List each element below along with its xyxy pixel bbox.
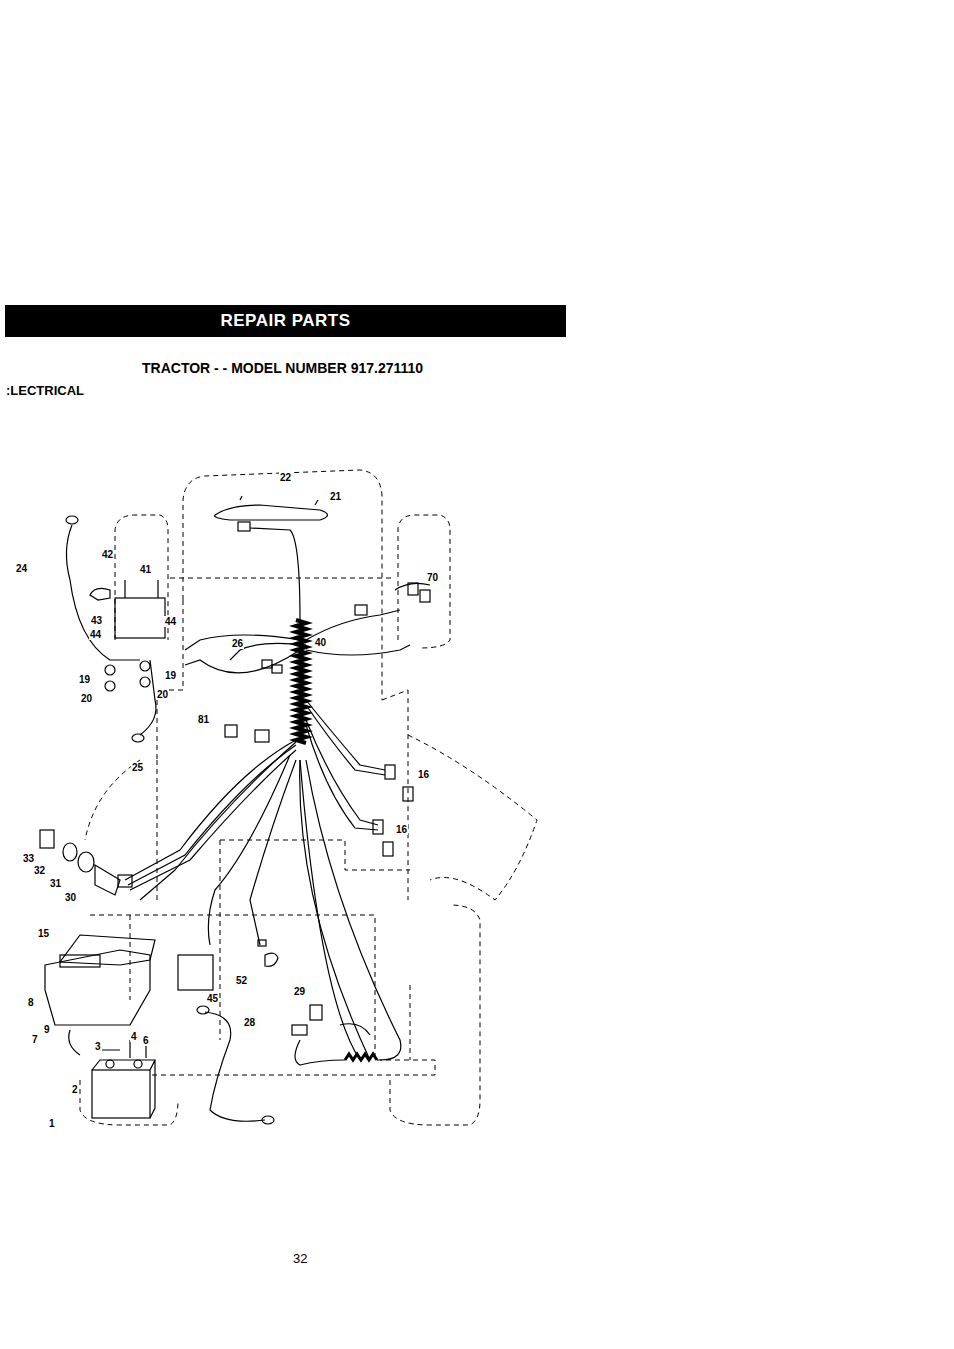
diagram-title: TRACTOR - - MODEL NUMBER 917.271110 <box>142 360 423 376</box>
callout-number: 16 <box>395 824 408 835</box>
callout-number: 4 <box>130 1031 138 1042</box>
callout-number: 19 <box>164 670 177 681</box>
callout-number: 32 <box>33 865 46 876</box>
callout-number: 16 <box>417 769 430 780</box>
callout-number: 6 <box>142 1035 150 1046</box>
callout-number: 31 <box>49 878 62 889</box>
callout-number: 43 <box>90 615 103 626</box>
callout-number: 25 <box>131 762 144 773</box>
callout-number: 45 <box>206 993 219 1004</box>
callout-number: 33 <box>22 853 35 864</box>
callout-number: 29 <box>293 986 306 997</box>
callout-number: 7 <box>31 1034 39 1045</box>
heading-text: REPAIR PARTS <box>220 311 350 331</box>
callout-number: 42 <box>101 549 114 560</box>
callout-number: 44 <box>164 616 177 627</box>
callout-number: 24 <box>15 563 28 574</box>
callout-number: 30 <box>64 892 77 903</box>
callout-number: 41 <box>139 564 152 575</box>
callout-number: 19 <box>78 674 91 685</box>
callout-number: 44 <box>89 629 102 640</box>
callout-number: 8 <box>27 997 35 1008</box>
callout-number: 70 <box>426 572 439 583</box>
callout-number: 26 <box>231 638 244 649</box>
callout-number: 28 <box>243 1017 256 1028</box>
callout-number: 2 <box>71 1084 79 1095</box>
callout-number: 3 <box>94 1041 102 1052</box>
callout-number: 22 <box>279 472 292 483</box>
callout-number: 15 <box>37 928 50 939</box>
callout-number: 52 <box>235 975 248 986</box>
callout-number: 20 <box>156 689 169 700</box>
callout-number: 9 <box>43 1024 51 1035</box>
callout-number: 20 <box>80 693 93 704</box>
section-heading: :LECTRICAL <box>5 385 85 396</box>
callout-number: 81 <box>197 714 210 725</box>
callout-number: 21 <box>329 491 342 502</box>
page-number: 32 <box>292 1253 308 1264</box>
callout-number: 40 <box>314 637 327 648</box>
heading-band: REPAIR PARTS <box>5 305 566 337</box>
callout-number: 1 <box>48 1118 56 1129</box>
